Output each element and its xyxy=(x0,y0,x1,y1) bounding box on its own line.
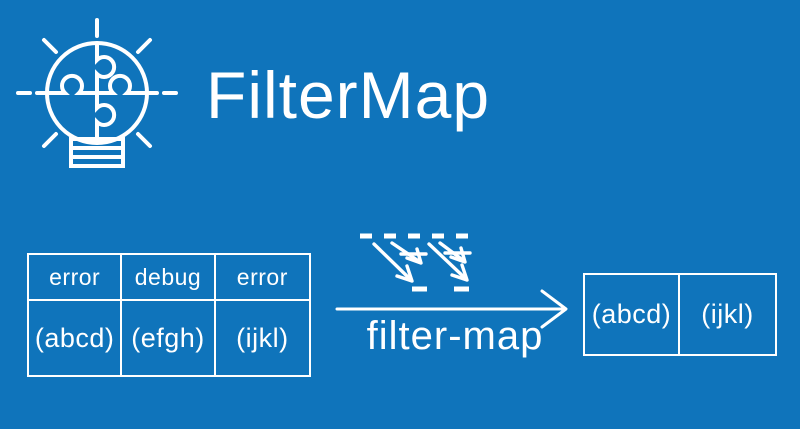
output-value-cell: (ijkl) xyxy=(701,299,754,329)
input-header-cell: error xyxy=(215,255,309,301)
arrow-right-icon xyxy=(335,289,568,329)
input-value-cell: (ijkl) xyxy=(236,322,289,353)
input-value-cell: (abcd) xyxy=(29,301,123,375)
puzzle-horizontal-line xyxy=(35,73,159,95)
map-arrow-head xyxy=(395,264,414,283)
input-value-cell: (efgh) xyxy=(122,301,216,375)
map-arrow xyxy=(372,242,413,282)
map-arrow-head xyxy=(450,263,469,282)
input-header-cell: error xyxy=(29,255,123,301)
bulb-base xyxy=(69,137,125,168)
lightbulb-puzzle-icon xyxy=(16,18,178,168)
bulb-base-lines xyxy=(69,146,125,159)
transform-label: filter-map xyxy=(366,314,544,358)
output-table: (abcd) (ijkl) xyxy=(583,273,777,356)
filter-map-arrows-icon xyxy=(360,233,472,292)
input-table: error debug error (abcd) (efgh) (ijkl) xyxy=(27,253,311,377)
page-title: FilterMap xyxy=(206,58,491,132)
output-value-cell: (abcd) xyxy=(585,275,680,354)
input-header-cell: debug xyxy=(122,255,216,301)
rays xyxy=(16,18,178,148)
map-arrow xyxy=(427,242,468,281)
